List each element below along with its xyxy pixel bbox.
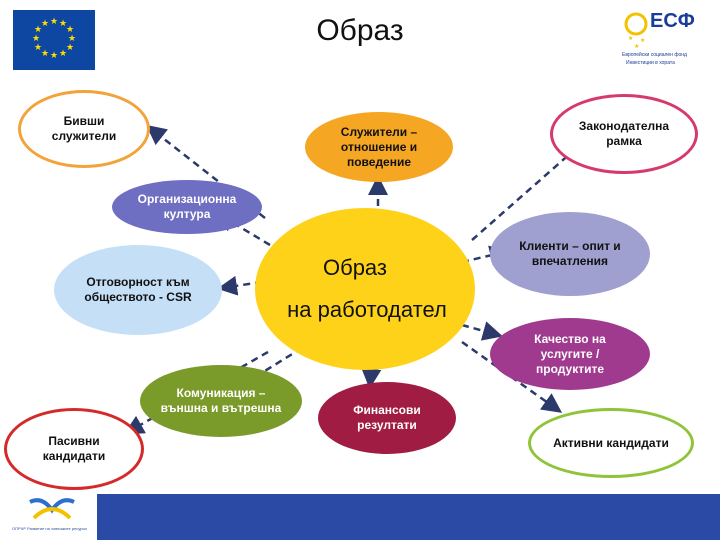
center-title: Образ <box>322 255 388 280</box>
esf-text: ЕСФ <box>650 10 695 32</box>
node-passive-candidates: Пасивни кандидати <box>4 408 144 490</box>
node-csr: Отговорност към обществото - CSR <box>54 245 222 335</box>
esf-subtitle: Европейски социален фонд <box>622 52 687 58</box>
svg-text:★: ★ <box>640 37 645 44</box>
page-title: Образ <box>316 14 404 47</box>
svg-text:★: ★ <box>41 19 49 29</box>
esf-subtitle-2: Инвестиции в хората <box>626 60 675 66</box>
node-financial: Финансови резултати <box>318 382 456 454</box>
footer-bar <box>97 494 720 540</box>
node-quality: Качество на услугите / продуктите <box>490 318 650 390</box>
svg-text:★: ★ <box>59 19 67 29</box>
hrd-logo: ОПРЧР Развитие на човешките ресурси <box>12 496 92 536</box>
node-former-employees: Бивши служители <box>18 90 150 168</box>
node-clients: Клиенти – опит и впечатления <box>490 212 650 296</box>
svg-text:★: ★ <box>32 34 40 44</box>
node-legal-framework: Законодателна рамка <box>550 94 698 174</box>
center-subtitle: на работодател <box>287 297 447 322</box>
eu-flag-logo: ★★★ ★★★ ★★★ ★★★ <box>13 10 95 70</box>
node-communication: Комуникация – външна и вътрешна <box>140 365 302 437</box>
arrow-quality <box>461 321 503 341</box>
svg-text:★: ★ <box>68 34 76 44</box>
svg-text:★: ★ <box>66 25 74 35</box>
svg-text:★: ★ <box>34 43 42 53</box>
svg-text:★: ★ <box>50 17 58 27</box>
svg-text:★: ★ <box>634 43 639 50</box>
svg-text:★: ★ <box>59 49 67 59</box>
center-node <box>255 208 475 370</box>
esf-logo: ★★★ ЕСФ Европейски социален фонд Инвести… <box>620 6 708 74</box>
svg-text:★: ★ <box>66 43 74 53</box>
svg-text:★: ★ <box>50 51 58 61</box>
node-org-culture: Организационна култура <box>112 180 262 234</box>
arrow-active <box>461 340 563 413</box>
svg-text:★: ★ <box>41 49 49 59</box>
node-active-candidates: Активни кандидати <box>528 408 694 478</box>
hrd-logo-text: ОПРЧР Развитие на човешките ресурси <box>12 526 87 531</box>
node-employees: Служители – отношение и поведение <box>305 112 453 182</box>
svg-text:★: ★ <box>628 35 633 42</box>
svg-text:★: ★ <box>34 25 42 35</box>
